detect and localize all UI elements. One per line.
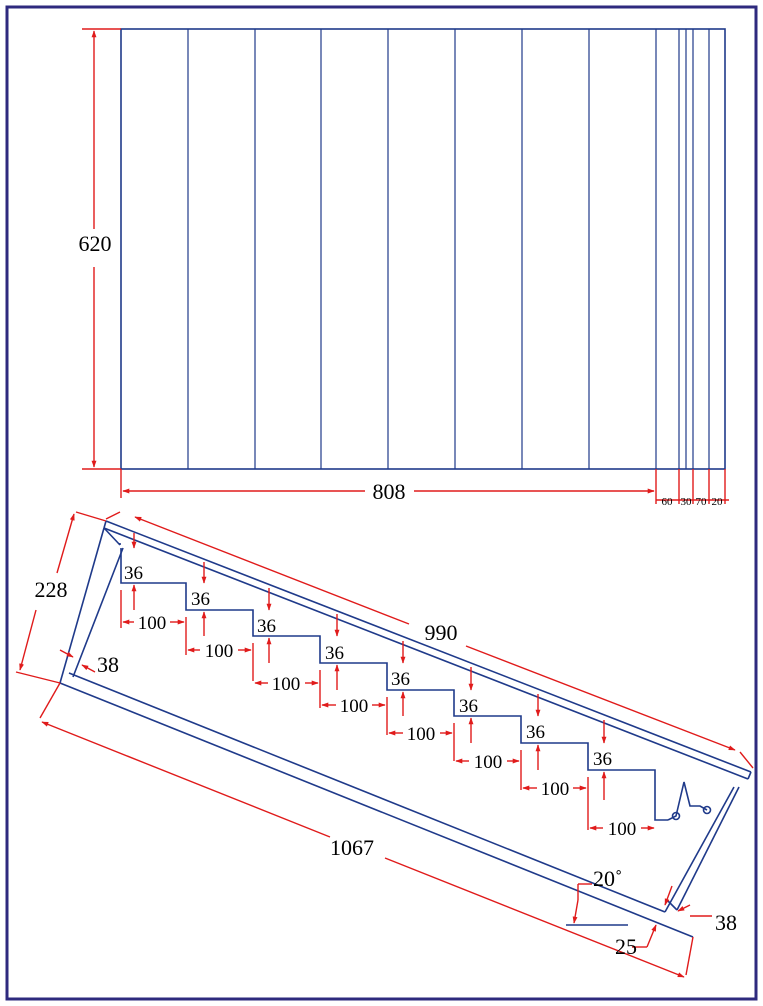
rise-label: 36: [124, 563, 143, 584]
plan-extra-dimensions: 60 30 70 20: [656, 469, 729, 508]
plan-height-dimension: 620: [79, 28, 121, 470]
plan-extra-label-1: 60: [662, 496, 674, 508]
angle-label: 20˚: [593, 866, 622, 891]
thickness-dimension: 228: [15, 511, 107, 684]
run-label: 100: [205, 641, 234, 662]
bottom-length-dimension: 1067: [39, 682, 694, 978]
run-label: 100: [608, 819, 637, 840]
step-rise-labels: 36 36 36 36 36 36 36 36: [124, 563, 612, 770]
run-label: 100: [340, 696, 369, 717]
section-view: 36 36 36 36 36 36 36 36 100 100 100 100 …: [15, 511, 754, 978]
stair-steps: [120, 548, 668, 821]
wall-dimension: 38: [59, 649, 119, 677]
rise-label: 36: [459, 696, 478, 717]
plan-board-lines: [187, 29, 710, 469]
plan-width-dimension: 808: [120, 469, 657, 504]
wall-label: 38: [97, 652, 119, 677]
step-run-labels: 100 100 100 100 100 100 100 100: [138, 613, 637, 840]
rise-label: 36: [391, 669, 410, 690]
edge-label: 25: [615, 934, 637, 959]
step-dimension-arrows: [120, 533, 655, 831]
angle-dimension: 20˚: [566, 866, 628, 926]
top-length-label: 990: [425, 620, 458, 645]
run-label: 100: [138, 613, 167, 634]
edge-dimension: 25: [615, 885, 673, 959]
thickness-label: 228: [35, 577, 68, 602]
plan-extra-label-3: 70: [696, 496, 708, 508]
end-detail: [667, 781, 712, 821]
bottom-length-label: 1067: [330, 835, 374, 860]
drawing-frame: [5, 5, 758, 1001]
rise-label: 36: [593, 749, 612, 770]
plan-extra-label-4: 20: [712, 496, 724, 508]
plan-outline: [120, 28, 726, 470]
run-label: 100: [407, 724, 436, 745]
run-label: 100: [474, 752, 503, 773]
rise-label: 36: [526, 722, 545, 743]
plan-view: 620 808 60 30 70 20: [79, 28, 729, 508]
rise-label: 36: [191, 589, 210, 610]
run-label: 100: [541, 779, 570, 800]
rise-label: 36: [325, 643, 344, 664]
stringer-outline: [59, 520, 752, 938]
plan-extra-label-2: 30: [681, 496, 693, 508]
run-label: 100: [272, 674, 301, 695]
rise-label: 36: [257, 616, 276, 637]
plan-width-label: 808: [373, 479, 406, 504]
top-length-dimension: 990: [105, 511, 754, 769]
plan-height-label: 620: [79, 231, 112, 256]
end-wall-label: 38: [715, 910, 737, 935]
end-wall-dimension: 38: [677, 904, 737, 935]
